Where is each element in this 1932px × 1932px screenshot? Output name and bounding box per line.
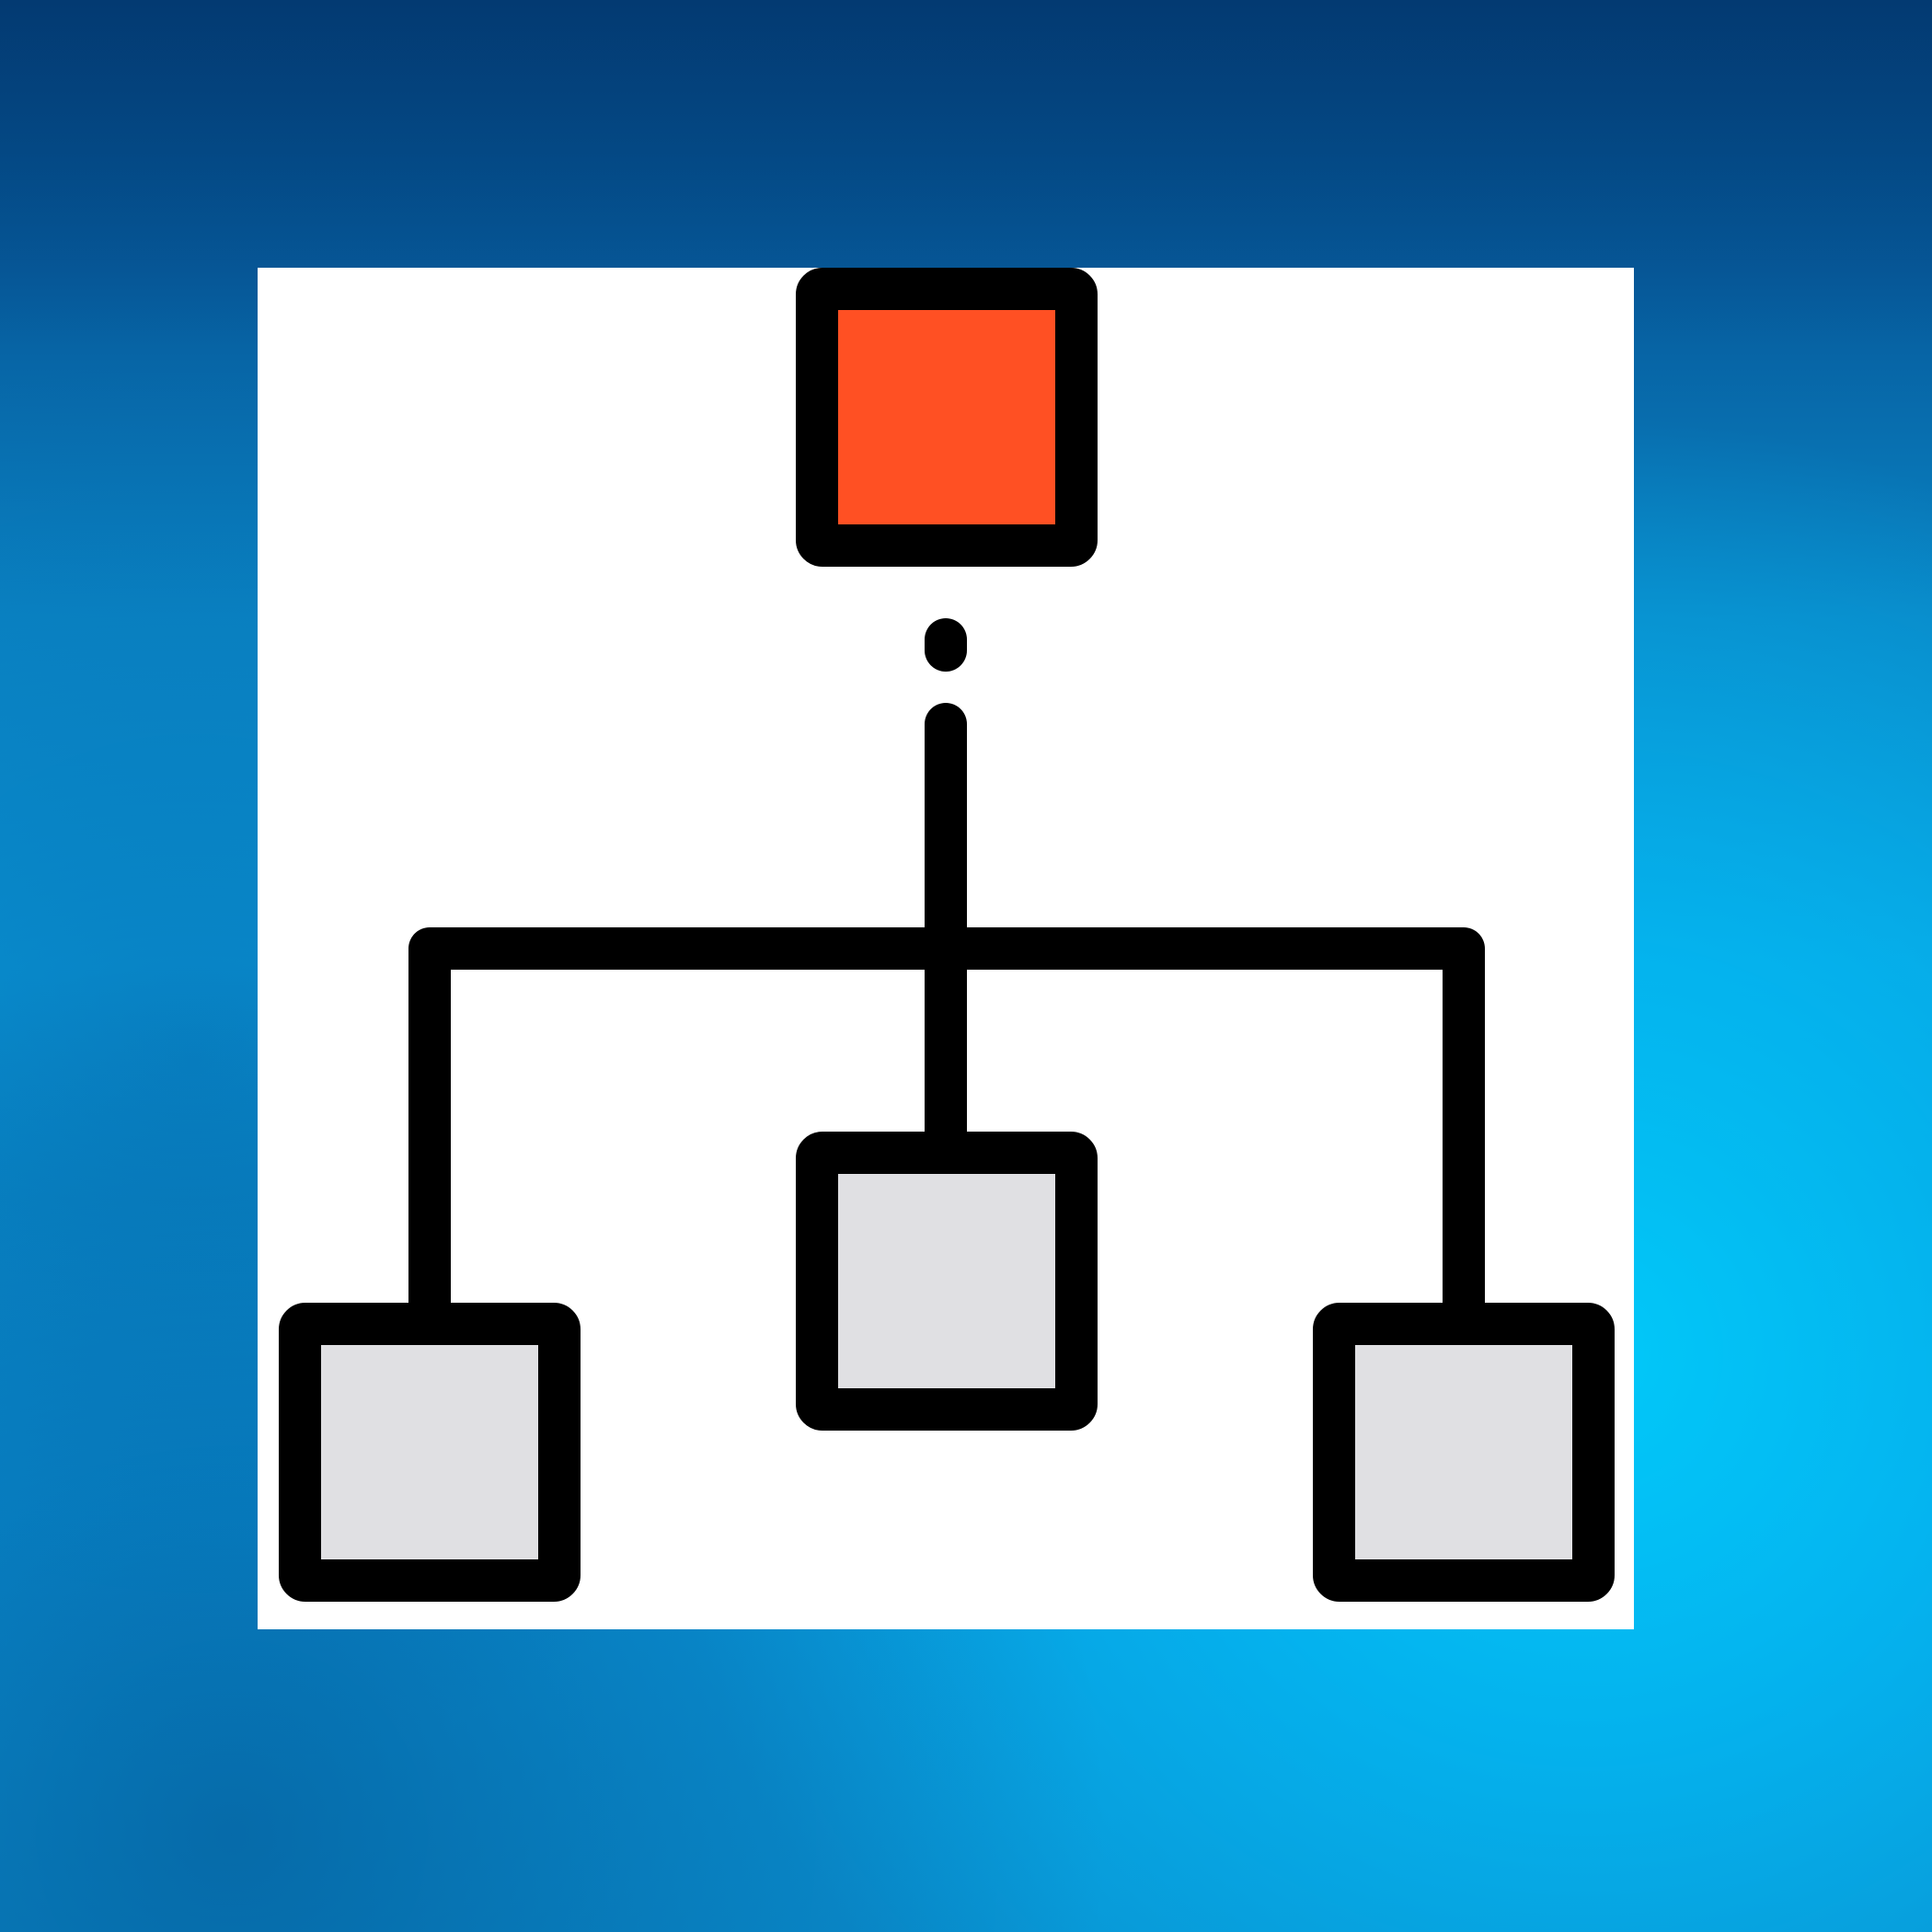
- child-node-right: [1313, 1303, 1615, 1602]
- root-node: [796, 268, 1098, 567]
- branch-connector: [408, 927, 1485, 1345]
- child-node-center: [796, 1132, 1098, 1431]
- org-chart-icon: [279, 268, 1615, 1602]
- org-chart-icon-card: [258, 268, 1634, 1629]
- child-node-left: [279, 1303, 581, 1602]
- connector-lines: [408, 618, 1485, 1345]
